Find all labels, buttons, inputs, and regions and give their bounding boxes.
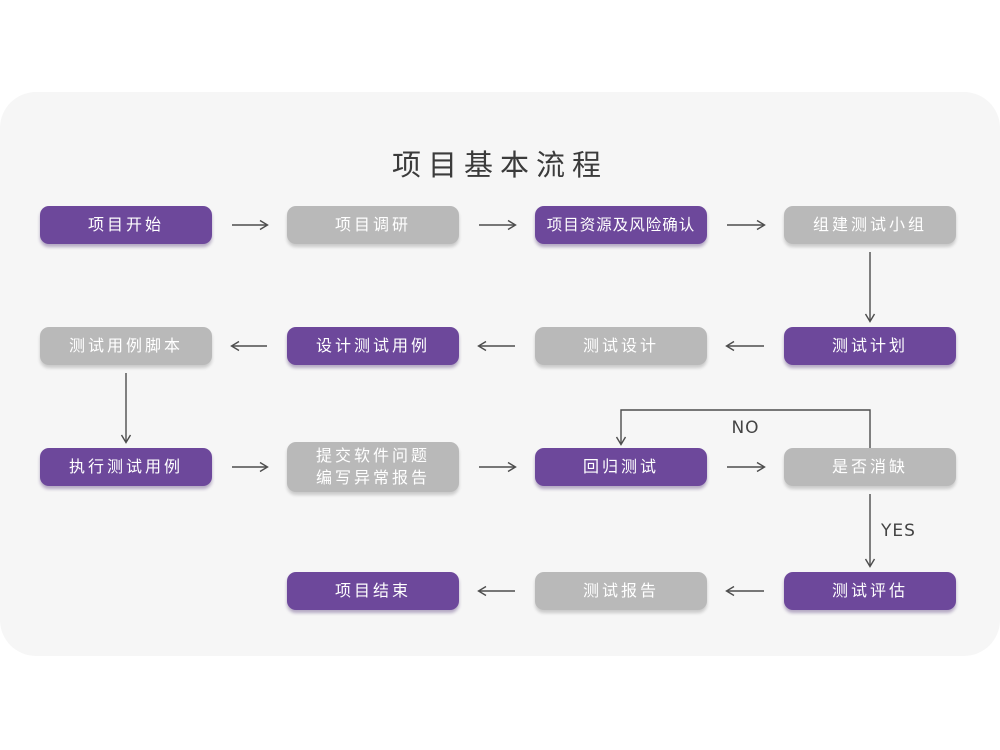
node-test-plan: 测试计划 [784, 327, 956, 365]
node-defect-cleared: 是否消缺 [784, 448, 956, 486]
node-submit-issue-report: 提交软件问题编写异常报告 [287, 442, 459, 492]
node-label: 测试用例脚本 [68, 336, 183, 356]
node-label: 是否消缺 [831, 457, 908, 477]
node-label: 测试评估 [831, 581, 908, 601]
node-label-line2: 编写异常报告 [315, 468, 430, 487]
node-test-design: 测试设计 [535, 327, 707, 365]
node-build-test-team: 组建测试小组 [784, 206, 956, 244]
node-design-test-cases: 设计测试用例 [287, 327, 459, 365]
node-test-evaluation: 测试评估 [784, 572, 956, 610]
node-project-research: 项目调研 [287, 206, 459, 244]
node-project-start: 项目开始 [40, 206, 212, 244]
node-resource-risk-confirm: 项目资源及风险确认 [535, 206, 707, 244]
node-label: 回归测试 [582, 457, 659, 477]
node-label: 测试设计 [582, 336, 659, 356]
node-project-end: 项目结束 [287, 572, 459, 610]
node-test-case-script: 测试用例脚本 [40, 327, 212, 365]
node-execute-test-cases: 执行测试用例 [40, 448, 212, 486]
node-label: 项目开始 [87, 215, 164, 235]
node-label: 组建测试小组 [812, 215, 927, 235]
node-label: 项目资源及风险确认 [546, 215, 696, 234]
node-label: 项目结束 [334, 581, 411, 601]
node-label: 测试计划 [831, 336, 908, 356]
node-label: 提交软件问题 [315, 446, 430, 466]
node-label: 测试报告 [582, 581, 659, 601]
flowchart-card [0, 92, 1000, 656]
page-title: 项目基本流程 [391, 148, 608, 182]
node-label: 项目调研 [334, 215, 411, 235]
node-label: 执行测试用例 [68, 457, 183, 477]
node-test-report: 测试报告 [535, 572, 707, 610]
node-regression-test: 回归测试 [535, 448, 707, 486]
node-label: 设计测试用例 [315, 336, 430, 356]
